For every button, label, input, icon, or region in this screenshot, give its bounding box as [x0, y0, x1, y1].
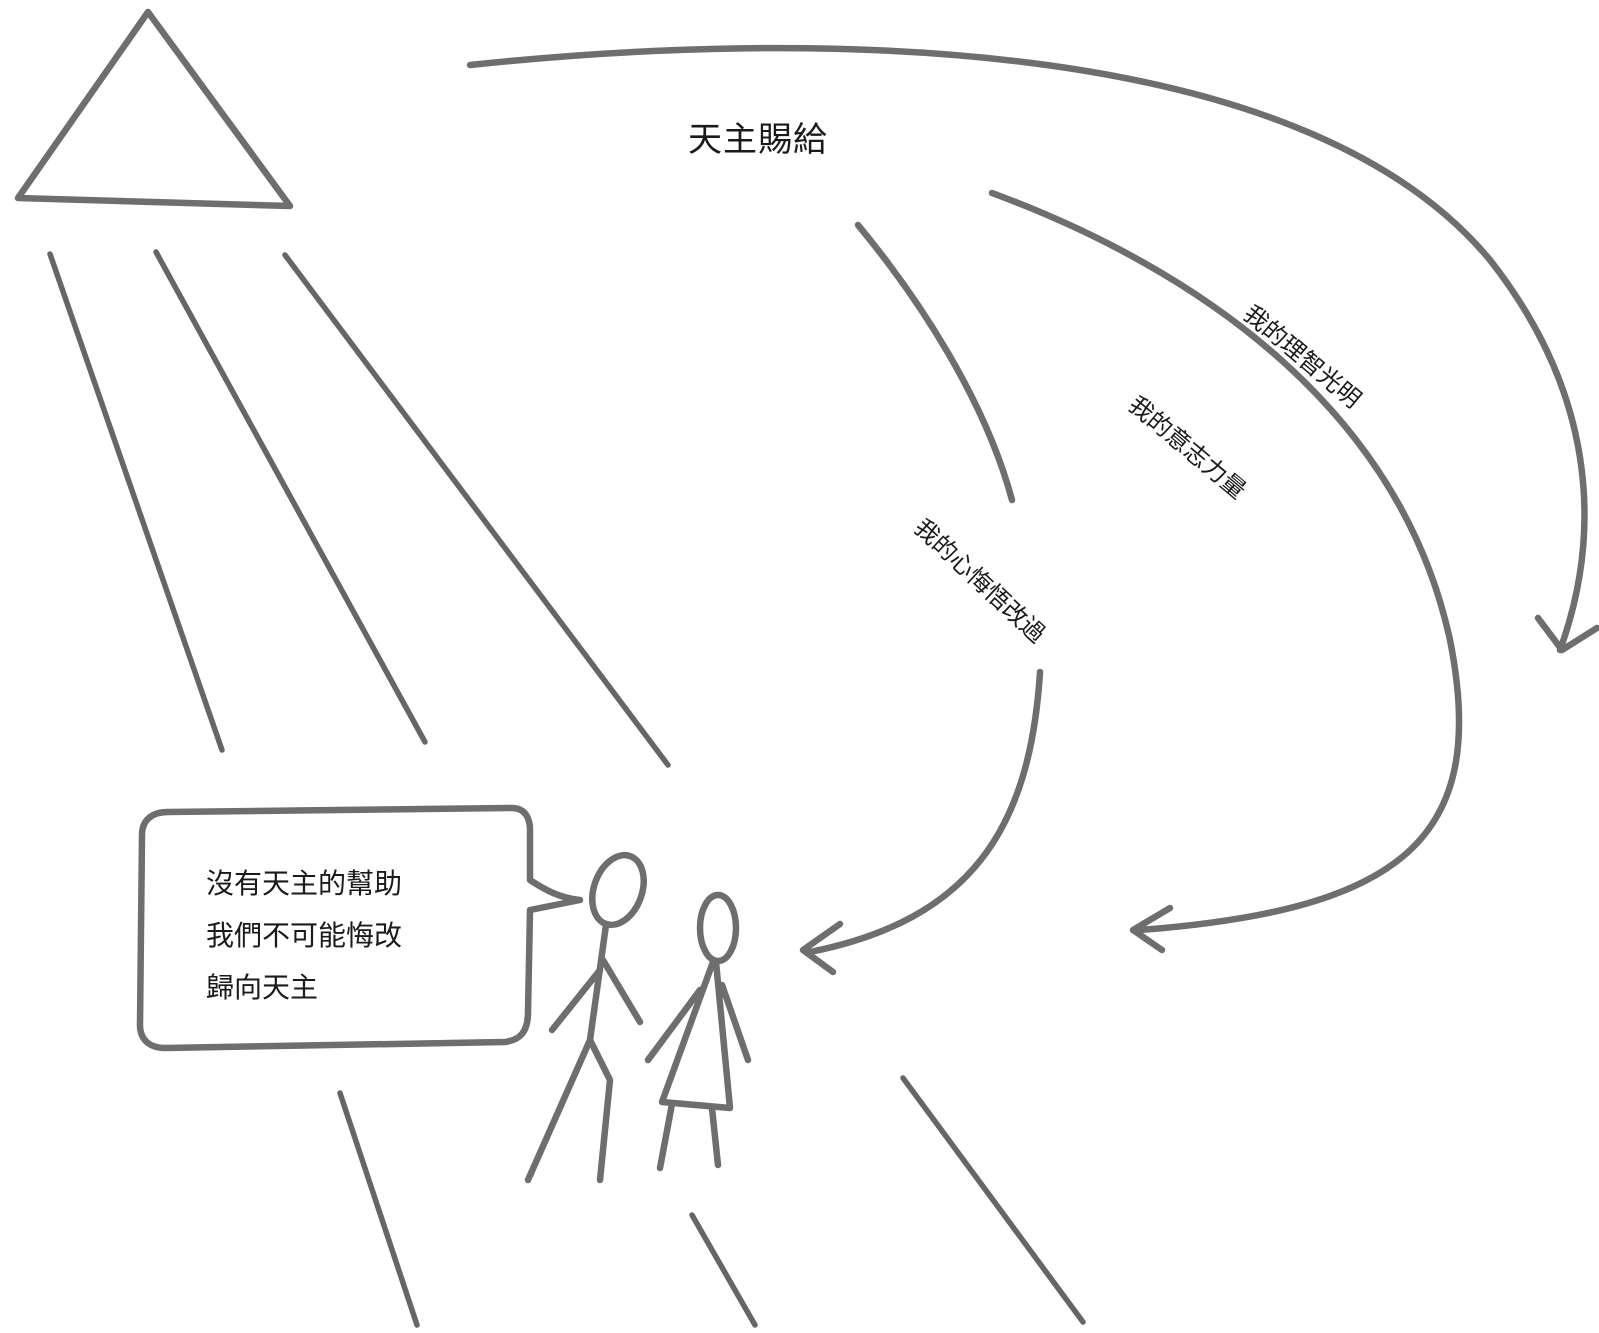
road-line	[689, 1212, 758, 1328]
man-figure-icon	[524, 851, 647, 1184]
road-line	[900, 1075, 1086, 1325]
speech-bubble-line: 沒有天主的幫助	[206, 867, 403, 900]
middle-arc-arrow	[988, 189, 1463, 934]
outer-arc-arrow	[466, 44, 1588, 654]
speech-bubble-line: 我們不可能悔改	[206, 919, 403, 952]
road-line	[337, 1090, 420, 1328]
inner-arc-lower	[806, 668, 1044, 956]
inner-arc-upper	[854, 221, 1016, 504]
ray-line	[153, 249, 428, 745]
inner-arrowhead	[799, 920, 844, 976]
speech-bubble-line: 歸向天主	[206, 971, 319, 1004]
speech-bubble	[136, 804, 584, 1052]
outer-arrowhead	[1534, 614, 1599, 654]
middle-arrowhead	[1129, 904, 1174, 954]
god-gives-label: 天主賜給	[688, 120, 828, 160]
ray-line	[282, 252, 671, 768]
triangle-icon	[14, 8, 294, 210]
speech-bubble-text: 沒有天主的幫助 我們不可能悔改 歸向天主	[206, 858, 402, 1014]
ray-line	[47, 251, 225, 753]
woman-figure-icon	[644, 891, 752, 1172]
